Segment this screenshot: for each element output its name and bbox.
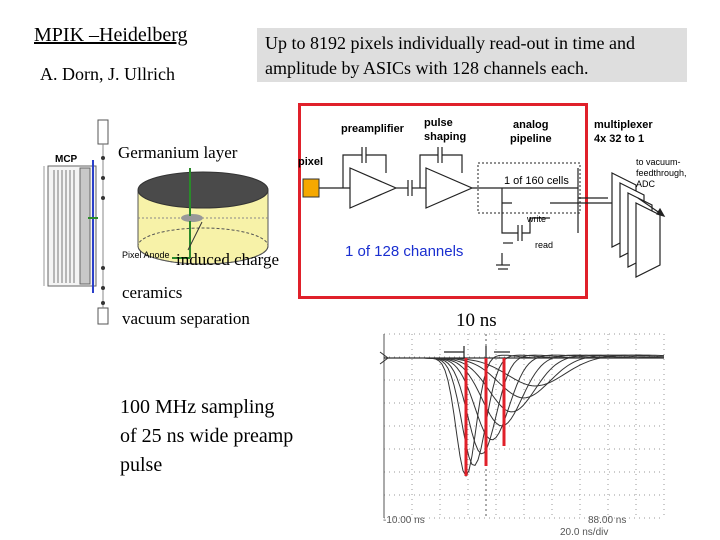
channels-label: 1 of 128 channels xyxy=(345,243,464,260)
read-label: read xyxy=(535,240,554,250)
pulse-shaper-symbol xyxy=(425,167,474,209)
pixel-box xyxy=(302,178,320,198)
sampling-line-3: pulse xyxy=(120,454,163,476)
detector-sketch xyxy=(43,119,269,325)
circuit-border xyxy=(298,103,588,299)
sampling-line-1: 100 MHz sampling xyxy=(120,396,275,418)
time-end-label: 88.00 ns xyxy=(588,515,627,526)
induced-charge-label: induced charge xyxy=(176,250,280,269)
multiplexer-symbols xyxy=(611,172,661,278)
time-start-label: -10.00 ns xyxy=(383,515,425,526)
mcp-assembly xyxy=(43,119,109,325)
ceramics-label: ceramics xyxy=(122,283,183,302)
readout-circuit-diagram xyxy=(298,103,666,299)
analog-pipeline-line-1: analog xyxy=(513,119,549,131)
multiplexer-line-2: 4x 32 to 1 xyxy=(594,133,645,145)
sample-lines xyxy=(464,358,506,476)
mcp-label: MCP xyxy=(55,154,78,165)
pixel-label: pixel xyxy=(298,156,324,168)
time-div-label: 20.0 ns/div xyxy=(560,527,609,538)
feedthrough-line-3: ADC xyxy=(636,179,656,189)
sampling-text: 100 MHz sampling of 25 ns wide preamp pu… xyxy=(120,393,293,480)
feedthrough-line-2: feedthrough, xyxy=(636,168,687,178)
analog-pipeline-label: analog pipeline xyxy=(510,118,552,146)
pulse-shaping-line-2: shaping xyxy=(424,131,467,143)
feedthrough-line-1: to vacuum- xyxy=(636,157,681,167)
vacuum-separation-label: vacuum separation xyxy=(122,309,250,328)
authors: A. Dorn, J. Ullrich xyxy=(40,64,175,84)
pulse-curves xyxy=(394,354,665,478)
write-label: write xyxy=(527,214,547,224)
scope-grid xyxy=(383,333,665,519)
multiplexer-label: multiplexer 4x 32 to 1 xyxy=(594,118,653,146)
germanium-label: Germanium layer xyxy=(118,143,238,162)
interval-label: 10 ns xyxy=(456,310,497,331)
cells-label: 1 of 160 cells xyxy=(504,175,569,187)
headline-box: Up to 8192 pixels individually read-out … xyxy=(257,28,687,82)
preamplifier-label: preamplifier xyxy=(341,123,404,135)
pulse-shaping-label: pulse shaping xyxy=(424,116,466,144)
pulse-shaping-line-1: pulse xyxy=(424,117,453,129)
analog-pipeline-line-2: pipeline xyxy=(510,133,552,145)
page-title: MPIK –Heidelberg xyxy=(34,24,188,46)
sampling-line-2: of 25 ns wide preamp xyxy=(120,425,294,447)
preamplifier-symbol xyxy=(349,167,398,209)
interval-marker xyxy=(444,346,510,358)
multiplexer-line-1: multiplexer xyxy=(594,119,653,131)
germanium-disk xyxy=(137,168,269,265)
pixel-anode-label: Pixel Anode xyxy=(122,250,170,260)
oscilloscope-trace xyxy=(379,333,665,519)
feedthrough-label: to vacuum- feedthrough, ADC xyxy=(636,157,687,190)
